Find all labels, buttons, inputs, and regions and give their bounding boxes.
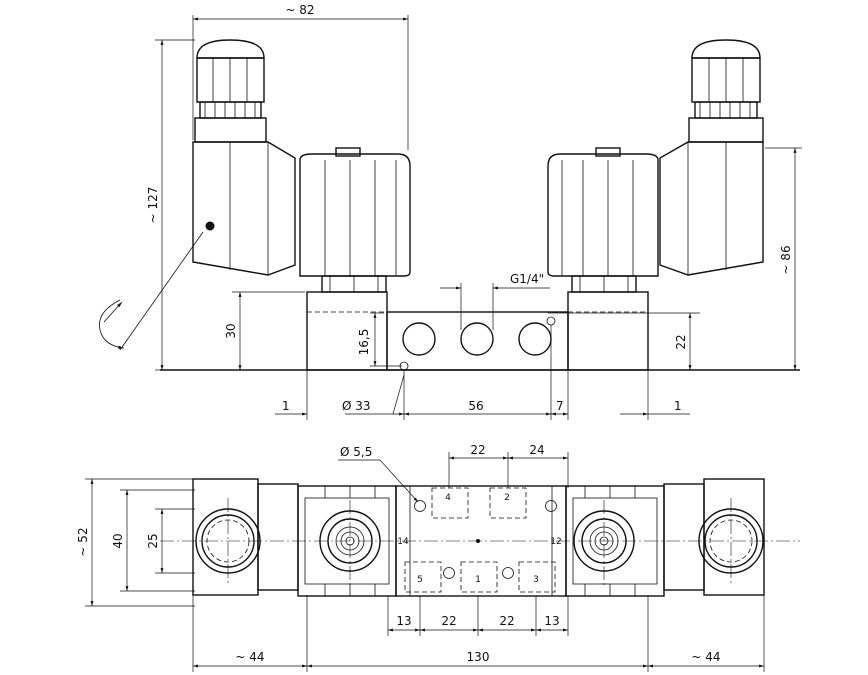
- dim-port-height-right: 22: [674, 334, 688, 349]
- port-label-2: 2: [504, 493, 510, 503]
- dim-edge-right: 1: [674, 399, 682, 413]
- left-solenoid-body: [299, 147, 411, 293]
- dim-hole-dia: Ø 5,5: [340, 445, 372, 459]
- right-solenoid-plan: [565, 485, 665, 597]
- rotation-symbol: [99, 231, 204, 351]
- dim-height-52: ~ 52: [76, 527, 90, 556]
- port-label-5: 5: [417, 575, 423, 585]
- left-solenoid-plan: [297, 485, 397, 597]
- dim-height-40: 40: [111, 533, 125, 548]
- dim-coil-width: ~ 82: [285, 3, 314, 17]
- dim-height-25: 25: [146, 533, 160, 548]
- left-cable-gland: [194, 39, 267, 143]
- port-label-1: 1: [475, 575, 481, 585]
- right-coil-plan: [663, 478, 765, 596]
- port-label-3: 3: [533, 575, 539, 585]
- left-coil-plan: [192, 478, 299, 596]
- dim-bottom-22a: 22: [441, 614, 456, 628]
- port-label-14: 14: [397, 537, 409, 547]
- dim-bottom-22b: 22: [499, 614, 514, 628]
- left-coil-housing: [192, 141, 296, 276]
- dim-overall-130: 130: [467, 650, 490, 664]
- dim-overall-44-left: ~ 44: [235, 650, 264, 664]
- plan-view: 4 2 5 1 3 14 12: [76, 443, 800, 672]
- dim-edge-7: 7: [556, 399, 564, 413]
- dim-base-height: 30: [224, 323, 238, 338]
- right-solenoid-body: [547, 147, 659, 293]
- center-manifold-plan: 4 2 5 1 3 14 12: [395, 485, 567, 597]
- dim-bottom-13a: 13: [396, 614, 411, 628]
- dim-right-height: ~ 86: [779, 245, 793, 274]
- dim-total-height: ~ 127: [146, 187, 160, 224]
- elevation-view: ~ 82 ~ 127 ~ 86 30 16,5 22 G1/4" 1 Ø 33 …: [99, 3, 802, 420]
- dim-edge-left: 1: [282, 399, 290, 413]
- port-label-4: 4: [445, 493, 451, 503]
- dim-overall-44-right: ~ 44: [691, 650, 720, 664]
- dim-bore-dia: Ø 33: [342, 399, 371, 413]
- dim-bottom-13b: 13: [544, 614, 559, 628]
- dim-thread: G1/4": [510, 272, 544, 286]
- dim-port-height: 16,5: [357, 329, 371, 356]
- port-label-12: 12: [550, 537, 561, 547]
- dim-top-22: 22: [470, 443, 485, 457]
- dim-port-spacing: 56: [468, 399, 483, 413]
- right-cable-gland: [688, 39, 764, 143]
- right-coil-housing: [659, 141, 764, 276]
- dim-top-24: 24: [529, 443, 544, 457]
